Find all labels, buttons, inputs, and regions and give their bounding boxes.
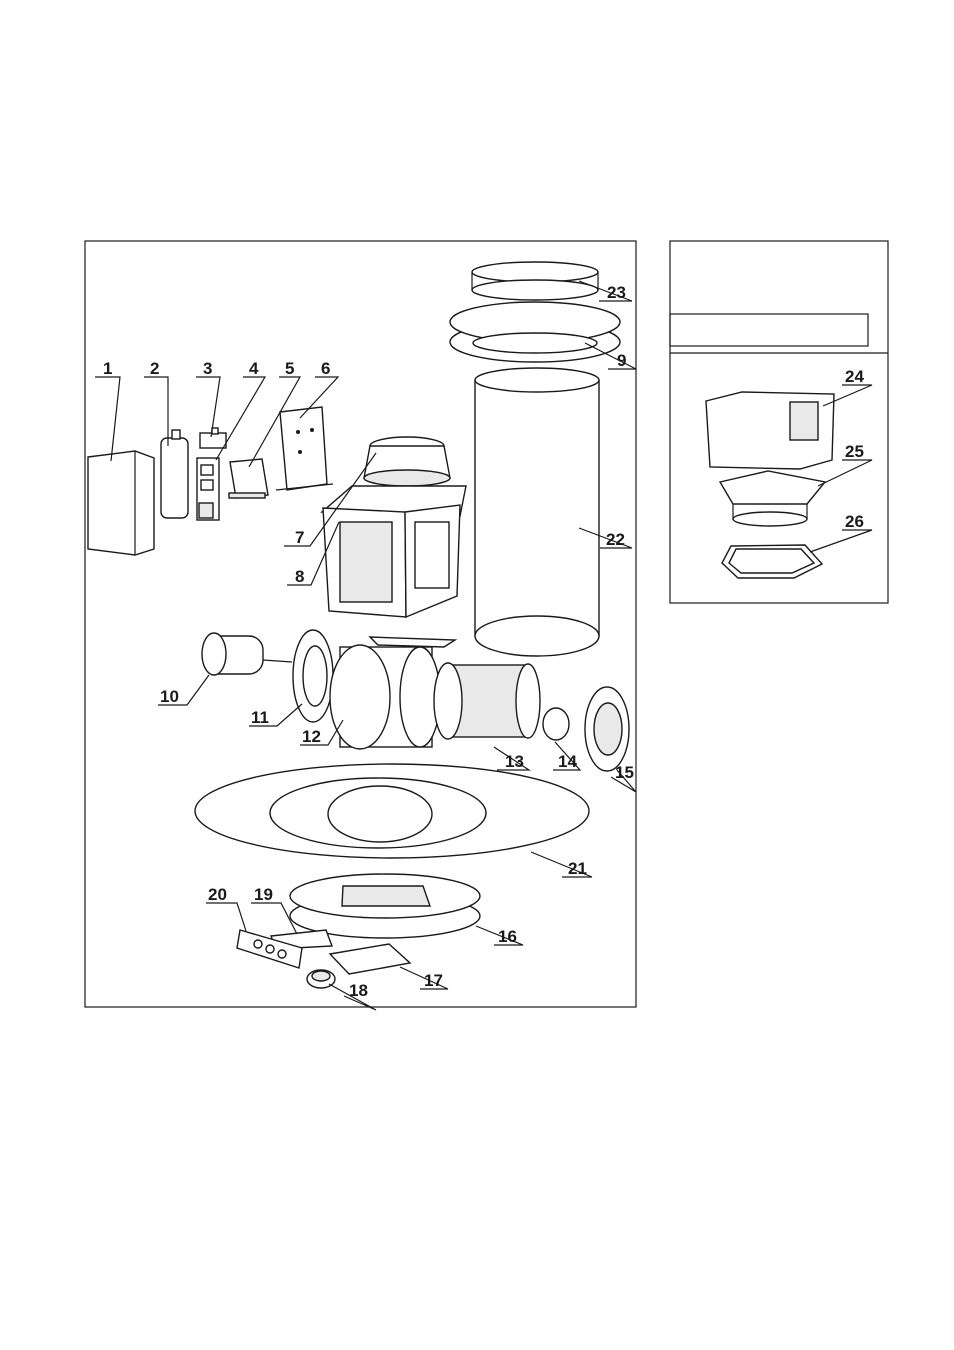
callout-15: 15 [615, 763, 634, 782]
callout-11: 11 [251, 708, 269, 727]
callout-23: 23 [607, 283, 626, 302]
callout-22: 22 [606, 530, 625, 549]
callout-7: 7 [295, 528, 304, 547]
callout-21: 21 [568, 859, 587, 878]
part-10-motor [202, 633, 292, 675]
part-3-relay [200, 428, 226, 448]
part-1-cover-box [88, 451, 154, 555]
part-24-top-cover [706, 392, 834, 469]
callout-18: 18 [349, 981, 368, 1000]
callout-4: 4 [249, 359, 259, 378]
callout-24: 24 [845, 367, 864, 386]
callout-16: 16 [498, 927, 517, 946]
part-6-mounting-bracket [276, 407, 333, 490]
part-15-inlet-grille [585, 687, 629, 771]
part-16-lower-housing [290, 874, 480, 938]
callout-9: 9 [617, 351, 626, 370]
callout-5: 5 [285, 359, 294, 378]
callout-8: 8 [295, 567, 304, 586]
callout-12: 12 [302, 727, 321, 746]
callout-19: 19 [254, 885, 273, 904]
part-8-frame-housing [322, 486, 466, 617]
part-2-capacitor [161, 430, 188, 518]
part-25-adapter [720, 471, 825, 526]
callout-26: 26 [845, 512, 864, 531]
callout-17: 17 [424, 971, 443, 990]
callout-13: 13 [505, 752, 524, 771]
part-13-impeller [434, 663, 540, 739]
callout-2: 2 [150, 359, 159, 378]
part-9-trim-collar [450, 302, 620, 362]
callout-3: 3 [203, 359, 212, 378]
part-7-duct-adapter [364, 437, 450, 486]
part-21-base-plate [195, 764, 589, 858]
part-11-gasket-ring [293, 630, 333, 722]
part-26-gasket [722, 545, 822, 578]
callout-14: 14 [558, 752, 577, 771]
callout-6: 6 [321, 359, 330, 378]
part-14-hub-cap [543, 708, 569, 740]
callout-1: 1 [103, 359, 112, 378]
part-22-chimney-cylinder [475, 368, 599, 656]
callout-10: 10 [160, 687, 179, 706]
part-4-control-board [197, 458, 219, 520]
callout-20: 20 [208, 885, 227, 904]
callout-25: 25 [845, 442, 864, 461]
part-5-circuit-plate [229, 459, 268, 498]
side-panel-label-box [670, 314, 868, 346]
part-17-filter [330, 944, 410, 974]
